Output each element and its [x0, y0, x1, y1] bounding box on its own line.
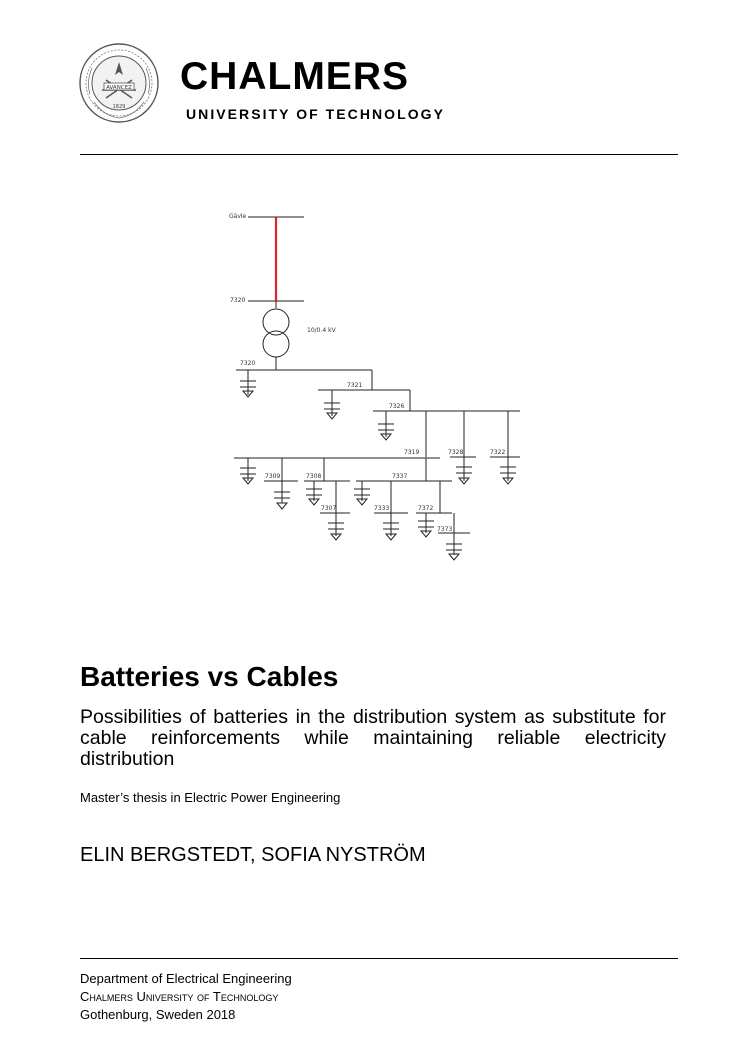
bus-label: 7326 — [389, 403, 404, 410]
authors: ELIN BERGSTEDT, SOFIA NYSTRÖM — [80, 844, 426, 866]
location-year: Gothenburg, Sweden 2018 — [80, 1007, 236, 1022]
bus-label: 7322 — [490, 449, 505, 456]
bus-label: 7373 — [437, 526, 452, 533]
bus-label: 7372 — [418, 505, 433, 512]
bus-label: 7321 — [347, 382, 362, 389]
chalmers-seal-icon: AVANCEZ 1829 — [79, 43, 159, 123]
university-subtitle: UNIVERSITY OF TECHNOLOGY — [186, 106, 445, 122]
university-line: Chalmers University of Technology — [80, 989, 279, 1004]
bus-label: 7328 — [448, 449, 463, 456]
transformer-rating: 10/0.4 kV — [307, 327, 337, 334]
bus-label: 7309 — [265, 473, 280, 480]
header-divider — [80, 154, 678, 155]
bus-label: 7308 — [306, 473, 321, 480]
svg-text:1829: 1829 — [113, 104, 126, 110]
thesis-type: Master’s thesis in Electric Power Engine… — [80, 790, 341, 805]
bus-label: 7320 — [240, 360, 255, 367]
single-line-diagram: Gävle 10/0.4 kV 7320 7320 7321 7326 7319… — [229, 213, 520, 561]
thesis-title: Batteries vs Cables — [80, 661, 339, 692]
bus-label: 7333 — [374, 505, 389, 512]
bus-label: 7319 — [404, 449, 419, 456]
source-label: Gävle — [229, 213, 247, 220]
bus-label: 7337 — [392, 473, 407, 480]
footer-divider — [80, 958, 678, 959]
bus-label: 7320 — [230, 297, 245, 304]
university-name: CHALMERS — [180, 55, 409, 98]
thesis-subtitle: Possibilities of batteries in the distri… — [80, 706, 666, 770]
department: Department of Electrical Engineering — [80, 971, 292, 986]
svg-text:AVANCEZ: AVANCEZ — [106, 85, 132, 91]
bus-label: 7307 — [321, 505, 336, 512]
